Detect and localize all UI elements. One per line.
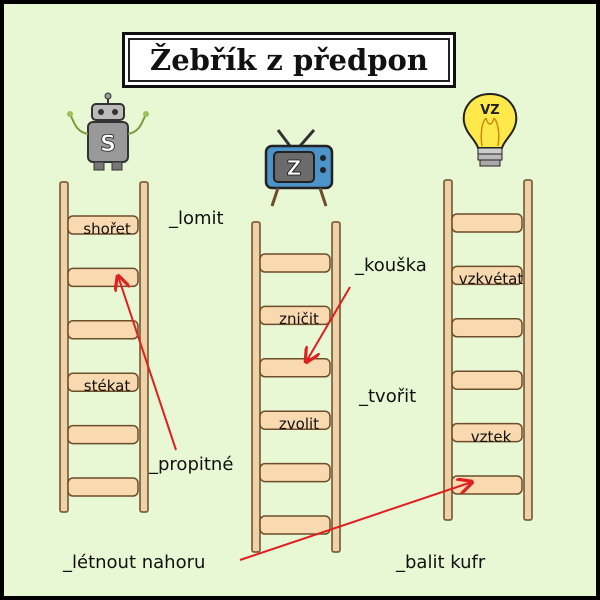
arrow-propitne	[118, 276, 177, 451]
arrow-kouska	[306, 286, 351, 362]
ladder-rung	[259, 358, 331, 378]
ladder-rung	[259, 515, 331, 535]
ladder-rung	[67, 215, 139, 235]
ladder-rail-right	[523, 179, 533, 521]
word-kouska: _kouška	[355, 255, 427, 276]
ladder-rung	[259, 253, 331, 273]
ladder-rail-left	[59, 181, 69, 513]
word-tvorit: _tvořit	[359, 386, 417, 407]
ladder-rail-left	[443, 179, 453, 521]
robot-icon: S	[67, 92, 149, 171]
ladder-rung	[67, 320, 139, 340]
ladder-rail-left	[251, 221, 261, 553]
rung-label: shořet	[83, 220, 131, 238]
ladder-rung	[451, 370, 523, 390]
lightbulb-letter: VZ	[480, 103, 500, 118]
ladder-rail-right	[331, 221, 341, 553]
ladder-diagram: S Z VZ	[59, 92, 533, 561]
ladder-rung	[451, 422, 523, 443]
ladder-rung	[451, 265, 523, 286]
word-letnout-nahoru: _létnout nahoru	[63, 552, 206, 573]
ladder-rung	[259, 305, 331, 326]
rung-label: vzkvétat	[458, 270, 524, 289]
title-box: Žebřík z předpon	[122, 32, 456, 88]
rung-label: vztek	[470, 427, 512, 446]
tv-icon: Z	[264, 129, 334, 207]
ladder-s	[59, 181, 149, 513]
ladder-rail-right	[139, 181, 149, 513]
word-lomit: _lomit	[169, 208, 224, 229]
ladder-vz	[443, 179, 533, 521]
lightbulb-icon: VZ	[462, 92, 518, 167]
ladder-rung	[67, 477, 139, 497]
ladder-rung	[67, 372, 139, 392]
ladder-rung	[451, 318, 523, 338]
tv-letter: Z	[287, 156, 302, 180]
word-balit-kufr: _balit kufr	[396, 552, 486, 573]
word-propitne: _propitné	[149, 454, 234, 475]
rung-label: zvolit	[278, 415, 320, 434]
rung-label: stékat	[83, 377, 131, 396]
ladder-rung	[259, 462, 331, 483]
ladder-rung	[67, 424, 139, 445]
ladder-z	[251, 221, 341, 553]
page-title: Žebřík z předpon	[150, 43, 428, 77]
ladder-rung	[259, 410, 331, 430]
ladder-rung	[451, 213, 523, 233]
rung-label: zničit	[279, 310, 319, 329]
robot-letter: S	[100, 132, 116, 157]
arrow-letnout	[239, 482, 472, 561]
ladder-rung	[67, 267, 139, 288]
